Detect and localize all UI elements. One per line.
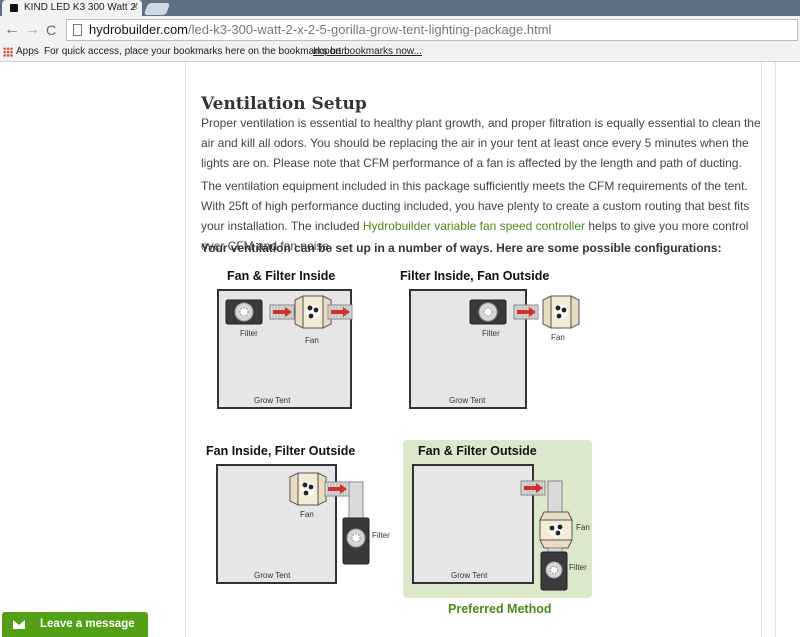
url-text: hydrobuilder.com/led-k3-300-watt-2-x-2-5…: [89, 22, 552, 37]
filter-icon: [225, 299, 263, 325]
grow-tent-shape-4: [412, 464, 534, 584]
column-border-far: [775, 62, 776, 637]
tab-close-icon[interactable]: ×: [132, 2, 138, 13]
duct-icon: [324, 481, 350, 497]
fan-icon: [289, 472, 327, 506]
diagram-fan-filter-outside: [412, 464, 573, 591]
favicon-icon: [10, 4, 18, 12]
duct-icon: [520, 480, 546, 496]
fan-icon: [539, 511, 573, 549]
envelope-icon: [13, 620, 25, 629]
diagram-fan-inside-filter-outside: [216, 464, 370, 584]
leave-message-label: Leave a message: [40, 618, 135, 630]
column-border-right: [761, 62, 762, 637]
page-icon: [73, 24, 82, 36]
fan-icon: [542, 295, 580, 329]
grow-tent-label: Grow Tent: [449, 396, 486, 405]
bookmarks-bar: Apps For quick access, place your bookma…: [0, 44, 800, 62]
filter-label: Filter: [482, 329, 500, 338]
column-border-left: [185, 62, 186, 637]
filter-label: Filter: [569, 563, 587, 572]
grow-tent-label: Grow Tent: [451, 571, 488, 580]
fan-label: Fan: [576, 523, 590, 532]
diagram-1-title: Fan & Filter Inside: [227, 269, 336, 283]
filter-label: Filter: [372, 531, 390, 540]
leave-message-button[interactable]: Leave a message: [2, 612, 148, 637]
diagram-2-title: Filter Inside, Fan Outside: [400, 269, 550, 283]
fan-label: Fan: [551, 333, 565, 342]
preferred-method-label: Preferred Method: [448, 602, 552, 616]
import-bookmarks-link[interactable]: Import bookmarks now...: [313, 46, 422, 57]
address-bar[interactable]: hydrobuilder.com/led-k3-300-watt-2-x-2-5…: [66, 19, 798, 41]
tab-title: KIND LED K3 300 Watt 2': [24, 2, 138, 13]
paragraph-intro: Proper ventilation is essential to healt…: [201, 116, 761, 170]
fan-label: Fan: [305, 336, 319, 345]
diagram-fan-filter-inside: [217, 289, 353, 409]
back-arrow-icon[interactable]: ←: [4, 21, 20, 38]
filter-label: Filter: [240, 329, 258, 338]
diagram-3-title: Fan Inside, Filter Outside: [206, 444, 356, 458]
bookmarks-hint: For quick access, place your bookmarks h…: [44, 46, 347, 57]
apps-grid-icon[interactable]: [3, 47, 13, 57]
grow-tent-label: Grow Tent: [254, 396, 291, 405]
reload-icon[interactable]: C: [46, 22, 57, 38]
diagram-4-title: Fan & Filter Outside: [418, 444, 537, 458]
duct-icon: [513, 304, 539, 320]
duct-icon: [327, 304, 353, 320]
grow-tent-shape-2: [409, 289, 527, 409]
forward-arrow-icon[interactable]: →: [24, 21, 40, 38]
fan-icon: [294, 295, 332, 329]
filter-icon: [469, 299, 507, 325]
paragraph-equipment: The ventilation equipment included in th…: [201, 179, 750, 253]
fan-label: Fan: [300, 510, 314, 519]
fan-controller-link[interactable]: Hydrobuilder variable fan speed controll…: [362, 219, 586, 233]
page-title: Ventilation Setup: [201, 94, 367, 114]
grow-tent-label: Grow Tent: [254, 571, 291, 580]
tab-strip: KIND LED K3 300 Watt 2' ×: [0, 0, 800, 16]
duct-icon: [269, 304, 295, 320]
paragraph-configurations: Your ventilation can be set up in a numb…: [201, 241, 722, 255]
duct-elbow: [348, 481, 364, 519]
apps-link[interactable]: Apps: [16, 46, 39, 57]
diagram-filter-inside-fan-outside: [409, 289, 580, 409]
tab-active[interactable]: KIND LED K3 300 Watt 2' ×: [2, 0, 142, 16]
